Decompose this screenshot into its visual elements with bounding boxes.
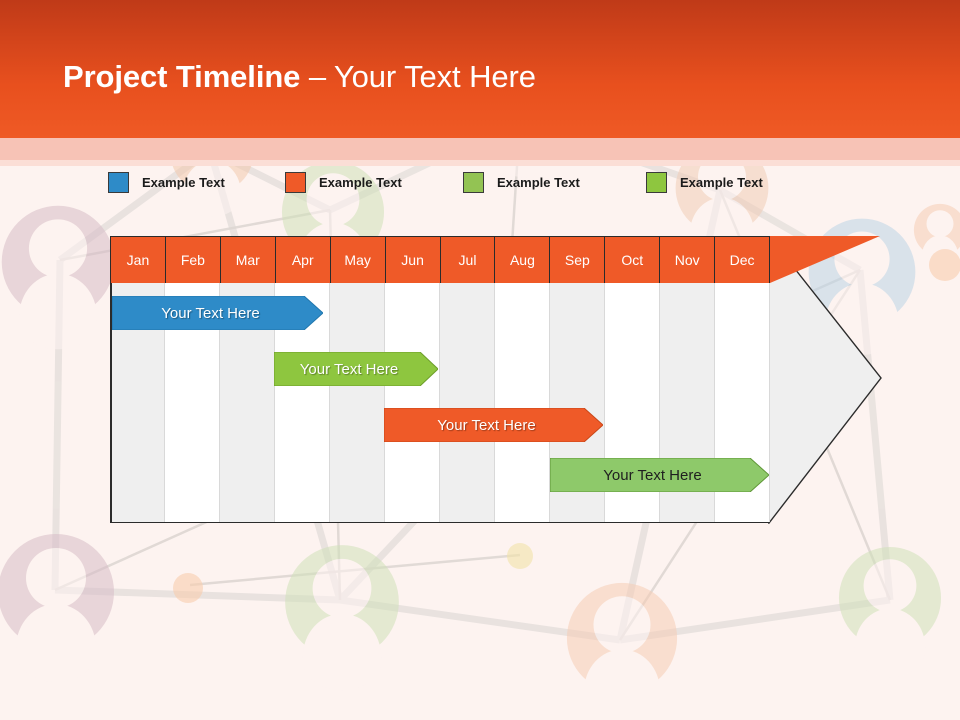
month-cell-dec[interactable]: Dec xyxy=(715,236,771,283)
page-title-bold: Project Timeline xyxy=(63,59,301,94)
legend-item-3[interactable]: Example Text xyxy=(463,170,580,194)
page-title-regular: – Your Text Here xyxy=(300,59,536,94)
task-bar-1[interactable]: Your Text Here xyxy=(112,296,323,330)
page-title: Project Timeline – Your Text Here xyxy=(63,59,536,95)
legend-label-2: Example Text xyxy=(319,174,402,190)
month-cell-nov[interactable]: Nov xyxy=(660,236,716,283)
legend-item-4[interactable]: Example Text xyxy=(646,170,763,194)
task-bar-4[interactable]: Your Text Here xyxy=(550,458,769,492)
task-bar-4-label: Your Text Here xyxy=(603,466,702,484)
legend-label-4: Example Text xyxy=(680,174,763,190)
legend-swatch-blue xyxy=(108,171,129,193)
month-header-row: Jan Feb Mar Apr May Jun Jul Aug Sep Oct … xyxy=(110,236,771,283)
month-cell-aug[interactable]: Aug xyxy=(495,236,551,283)
header-accent-stripe-secondary xyxy=(0,160,960,166)
month-cell-may[interactable]: May xyxy=(330,236,386,283)
task-bar-1-label: Your Text Here xyxy=(161,304,260,322)
column-jul xyxy=(440,236,495,523)
legend-label-3: Example Text xyxy=(497,174,580,190)
timeline-arrowhead xyxy=(768,236,882,524)
task-bar-3[interactable]: Your Text Here xyxy=(384,408,603,442)
chart-axis-left xyxy=(110,236,112,523)
month-cell-oct[interactable]: Oct xyxy=(605,236,661,283)
legend-swatch-lightgreen xyxy=(646,171,667,193)
header-banner xyxy=(0,0,960,138)
legend-item-1[interactable]: Example Text xyxy=(108,170,225,194)
legend-swatch-orange xyxy=(285,171,306,193)
column-feb xyxy=(165,236,220,523)
task-bar-3-label: Your Text Here xyxy=(437,416,536,434)
month-cell-sep[interactable]: Sep xyxy=(550,236,606,283)
task-bar-2-label: Your Text Here xyxy=(299,360,399,378)
legend-label-1: Example Text xyxy=(142,174,225,190)
legend-item-2[interactable]: Example Text xyxy=(285,170,402,194)
legend-swatch-green xyxy=(463,171,484,193)
column-aug xyxy=(495,236,550,523)
column-jan xyxy=(110,236,165,523)
month-cell-jun[interactable]: Jun xyxy=(385,236,441,283)
month-cell-feb[interactable]: Feb xyxy=(165,236,221,283)
month-cell-mar[interactable]: Mar xyxy=(220,236,276,283)
month-cell-apr[interactable]: Apr xyxy=(275,236,331,283)
legend: Example Text Example Text Example Text E… xyxy=(0,170,960,194)
header-accent-stripe xyxy=(0,138,960,160)
month-cell-jan[interactable]: Jan xyxy=(110,236,166,283)
month-cell-jul[interactable]: Jul xyxy=(440,236,496,283)
chart-axis-bottom xyxy=(110,521,770,523)
task-bar-2[interactable]: Your Text Here xyxy=(274,352,438,386)
